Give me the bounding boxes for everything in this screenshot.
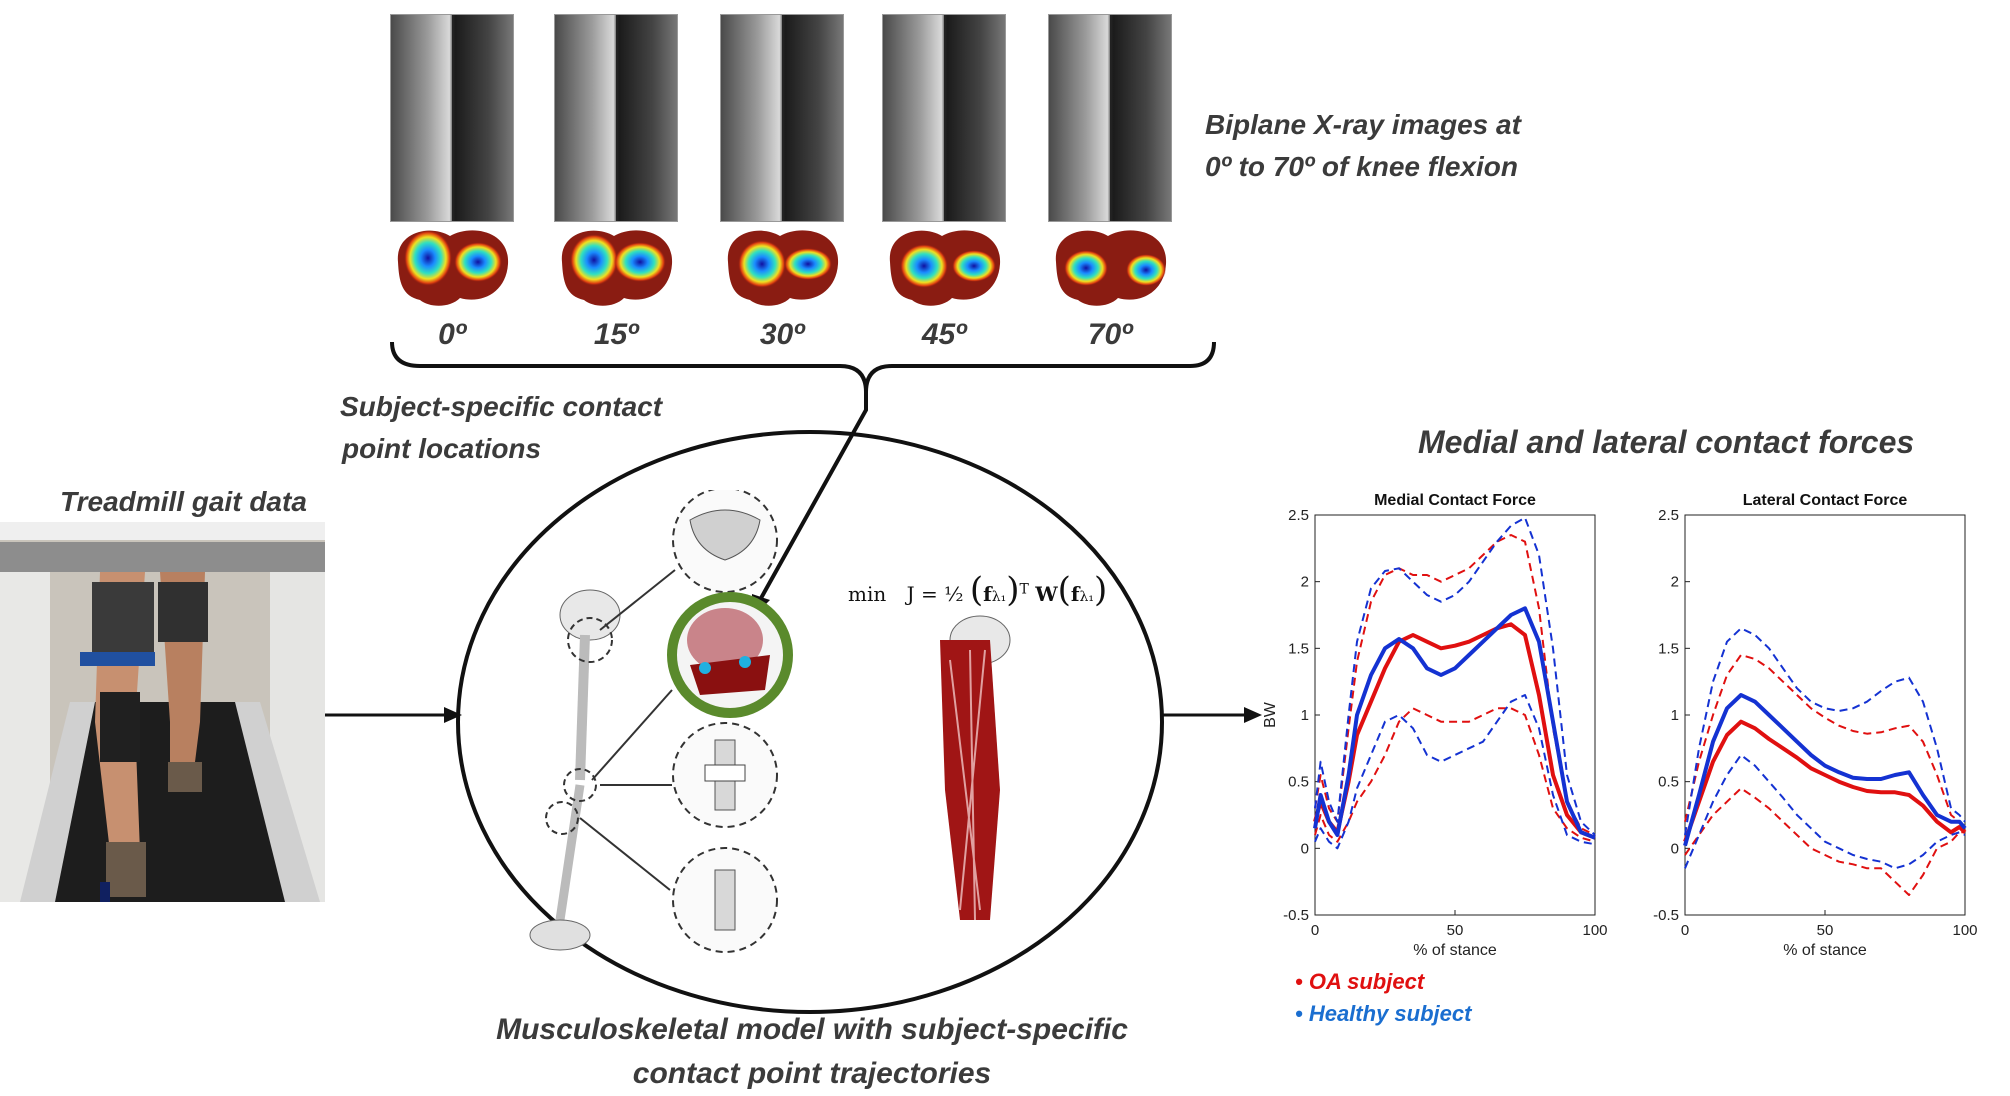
series-line-healthy-solid [1313, 606, 1596, 840]
y-tick-label: 0.5 [1658, 774, 1679, 791]
legend-dot-oa: • [1295, 969, 1303, 994]
y-tick-label: 2.5 [1288, 507, 1309, 524]
equation-transpose: T [1019, 581, 1029, 598]
y-tick-label: 2 [1301, 574, 1309, 591]
y-axis-label: BW [1262, 701, 1279, 728]
contact-caption: Subject-specific contact point locations [340, 386, 662, 470]
series-line-oa-dashed [1684, 787, 1965, 896]
model-caption-line2: contact point trajectories [632, 1057, 992, 1090]
series-line-healthy-dashed [1684, 754, 1966, 870]
xray-image-30 [720, 14, 844, 222]
contact-map-0 [397, 230, 509, 306]
series-line-oa-dashed [1314, 707, 1596, 843]
xray-image-45 [882, 14, 1006, 222]
equation-lambda: λ₁ [991, 589, 1007, 605]
flexion-angle-label: 0º [438, 318, 466, 351]
equation-objective: J = ½ [906, 582, 964, 606]
equation-min: min [848, 582, 887, 606]
flexion-angle-label: 15º [593, 318, 639, 351]
treadmill-caption: Treadmill gait data [60, 486, 307, 517]
chart-legend: • OA subject • Healthy subject [1295, 966, 1471, 1030]
x-tick-label: 50 [1447, 922, 1464, 939]
contact-map-30 [727, 230, 839, 306]
series-line-healthy-dashed [1684, 627, 1966, 836]
flexion-angle-label: 45º [921, 318, 967, 351]
model-caption: Musculoskeletal model with subject-speci… [462, 1008, 1162, 1096]
model-caption-line1: Musculoskeletal model with subject-speci… [496, 1013, 1128, 1046]
forces-caption: Medial and lateral contact forces [1418, 424, 1915, 460]
musculoskeletal-model [529, 490, 1011, 953]
flexion-angle-label: 30º [759, 318, 805, 351]
series-line-oa-solid [1683, 719, 1967, 843]
xray-image-0 [390, 14, 514, 222]
contact-map-15 [561, 230, 673, 306]
contact-caption-line2: point locations [342, 433, 542, 464]
x-axis-label: % of stance [1783, 942, 1867, 959]
y-tick-label: 1.5 [1658, 640, 1679, 657]
biplane-caption-line1: Biplane X-ray images at [1205, 109, 1521, 140]
x-tick-label: 0 [1311, 922, 1319, 939]
biplane-caption: Biplane X-ray images at 0º to 70º of kne… [1205, 104, 1521, 188]
legend-item-healthy: • Healthy subject [1295, 998, 1471, 1030]
x-tick-label: 50 [1817, 922, 1834, 939]
series-line-healthy-solid [1683, 693, 1967, 847]
legend-item-oa: • OA subject [1295, 966, 1471, 998]
optimization-equation: min J = ½ (fλ₁)T W(fλ₁) [848, 570, 1108, 610]
y-tick-label: 2 [1671, 574, 1679, 591]
y-tick-label: 0 [1671, 840, 1679, 857]
legend-dot-healthy: • [1295, 1001, 1303, 1026]
x-tick-label: 0 [1681, 922, 1689, 939]
series-line-oa-dashed [1684, 654, 1966, 829]
equation-f: f [983, 582, 992, 606]
contact-caption-line1: Subject-specific contact [340, 391, 663, 422]
biplane-caption-line2: 0º to 70º of knee flexion [1205, 151, 1518, 182]
flexion-angle-label: 70º [1087, 318, 1133, 351]
xray-image-15 [554, 14, 678, 222]
series-line-healthy-dashed [1314, 516, 1596, 836]
contact-map-45 [889, 230, 1001, 306]
x-tick-label: 100 [1582, 922, 1607, 939]
contact-map-70 [1055, 230, 1167, 306]
chart-title: Lateral Contact Force [1743, 492, 1908, 509]
legend-label-oa: OA subject [1308, 969, 1425, 994]
y-tick-label: 0 [1301, 840, 1309, 857]
series-line-oa-dashed [1314, 534, 1596, 836]
y-tick-label: 0.5 [1288, 774, 1309, 791]
x-axis-label: % of stance [1413, 942, 1497, 959]
y-tick-label: -0.5 [1653, 907, 1679, 924]
equation-weight: W [1035, 582, 1058, 606]
y-tick-label: 1.5 [1288, 640, 1309, 657]
y-tick-label: -0.5 [1283, 907, 1309, 924]
chart-title: Medial Contact Force [1374, 492, 1536, 509]
y-tick-label: 1 [1671, 707, 1679, 724]
xray-image-70 [1048, 14, 1172, 222]
y-tick-label: 2.5 [1658, 507, 1679, 524]
y-tick-label: 1 [1301, 707, 1309, 724]
x-tick-label: 100 [1952, 922, 1977, 939]
treadmill-photo [0, 522, 325, 902]
legend-label-healthy: Healthy subject [1308, 1001, 1472, 1026]
